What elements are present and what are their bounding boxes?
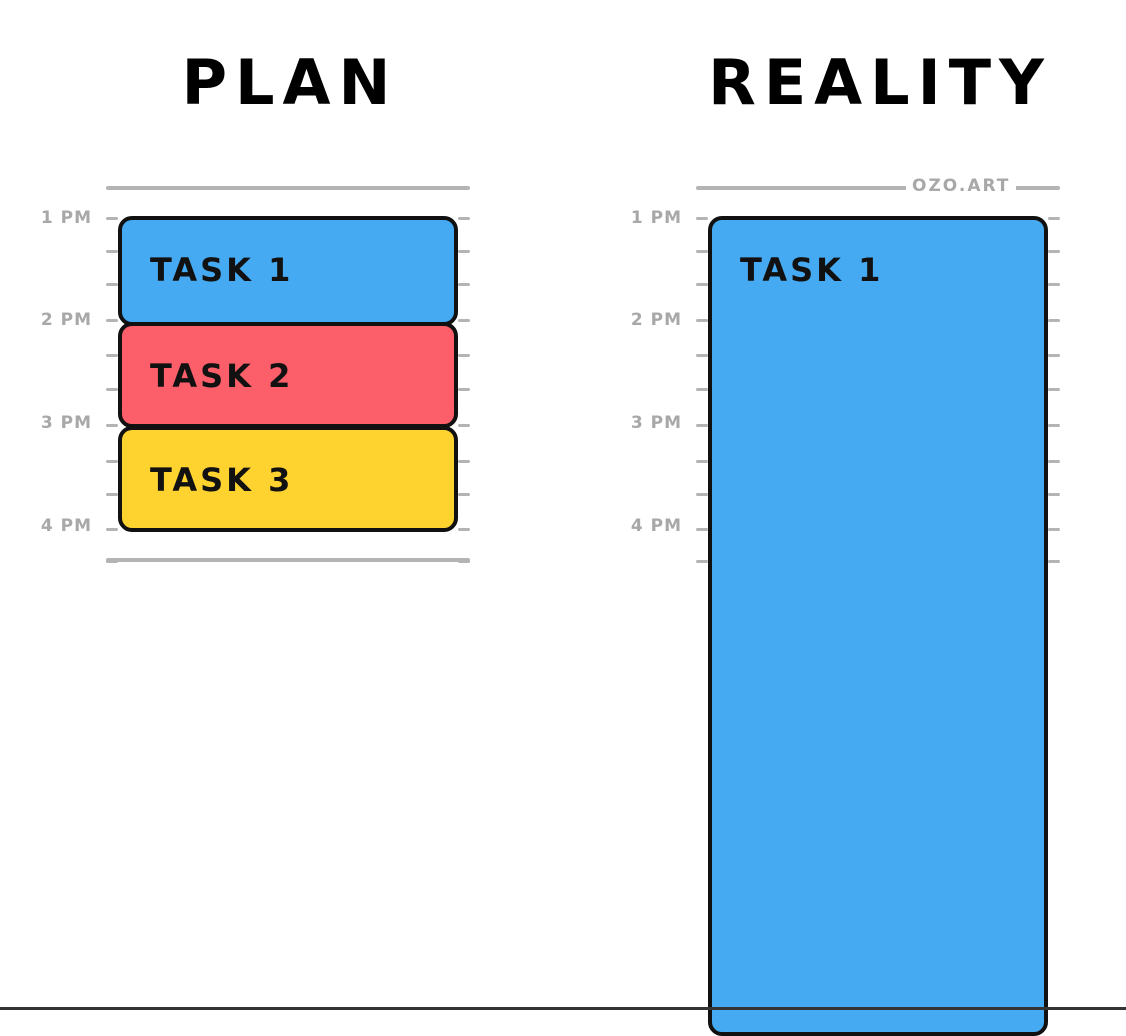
timeline-tick — [1048, 250, 1060, 253]
timeline-tick — [458, 319, 470, 322]
timeline-tick — [1048, 528, 1060, 531]
reality-title: REALITY — [708, 46, 1052, 119]
timeline-tick — [458, 250, 470, 253]
timeline-tick — [106, 460, 118, 463]
plan-task-3-block: TASK 3 — [118, 426, 458, 532]
timeline-tick — [106, 354, 118, 357]
timeline-tick — [458, 560, 470, 563]
timeline-tick — [106, 528, 118, 531]
timeline-tick — [1048, 424, 1060, 427]
timeline-tick — [696, 493, 708, 496]
timeline-tick — [1048, 493, 1060, 496]
bottom-border — [0, 1007, 1126, 1010]
timeline-tick — [696, 424, 708, 427]
plan-time-label-4pm: 4 PM — [40, 516, 92, 536]
timeline-tick — [106, 319, 118, 322]
plan-task-1-block: TASK 1 — [118, 216, 458, 326]
reality-task-1-label: TASK 1 — [740, 251, 884, 289]
plan-time-label-3pm: 3 PM — [40, 413, 92, 433]
timeline-tick — [1048, 460, 1060, 463]
timeline-tick — [1048, 217, 1060, 220]
timeline-tick — [696, 560, 708, 563]
timeline-tick — [1048, 560, 1060, 563]
timeline-tick — [696, 528, 708, 531]
timeline-tick — [458, 283, 470, 286]
plan-task-3-label: TASK 3 — [150, 461, 294, 499]
plan-task-2-label: TASK 2 — [150, 357, 294, 395]
timeline-tick — [106, 217, 118, 220]
timeline-tick — [458, 493, 470, 496]
plan-task-1-label: TASK 1 — [150, 251, 294, 289]
timeline-tick — [458, 528, 470, 531]
reality-top-line — [696, 186, 1060, 190]
timeline-tick — [106, 388, 118, 391]
plan-title: PLAN — [181, 46, 399, 119]
timeline-tick — [1048, 319, 1060, 322]
timeline-tick — [696, 283, 708, 286]
timeline-tick — [696, 388, 708, 391]
timeline-tick — [458, 424, 470, 427]
reality-time-label-3pm: 3 PM — [630, 413, 682, 433]
reality-time-label-1pm: 1 PM — [630, 208, 682, 228]
plan-top-line — [106, 186, 470, 190]
timeline-tick — [1048, 388, 1060, 391]
timeline-tick — [106, 424, 118, 427]
timeline-tick — [458, 354, 470, 357]
timeline-tick — [106, 283, 118, 286]
timeline-tick — [106, 560, 118, 563]
timeline-tick — [696, 319, 708, 322]
plan-bottom-line — [106, 558, 470, 562]
timeline-tick — [458, 460, 470, 463]
timeline-tick — [106, 493, 118, 496]
timeline-tick — [106, 250, 118, 253]
timeline-tick — [458, 217, 470, 220]
plan-time-label-2pm: 2 PM — [40, 310, 92, 330]
timeline-tick — [458, 388, 470, 391]
timeline-tick — [696, 354, 708, 357]
timeline-tick — [696, 460, 708, 463]
reality-time-label-2pm: 2 PM — [630, 310, 682, 330]
timeline-tick — [696, 217, 708, 220]
plan-time-label-1pm: 1 PM — [40, 208, 92, 228]
plan-task-2-block: TASK 2 — [118, 322, 458, 428]
timeline-tick — [1048, 354, 1060, 357]
watermark: OZO.ART — [906, 178, 1017, 195]
reality-task-1-block: TASK 1 — [708, 216, 1048, 1036]
timeline-tick — [696, 250, 708, 253]
reality-time-label-4pm: 4 PM — [630, 516, 682, 536]
timeline-tick — [1048, 283, 1060, 286]
